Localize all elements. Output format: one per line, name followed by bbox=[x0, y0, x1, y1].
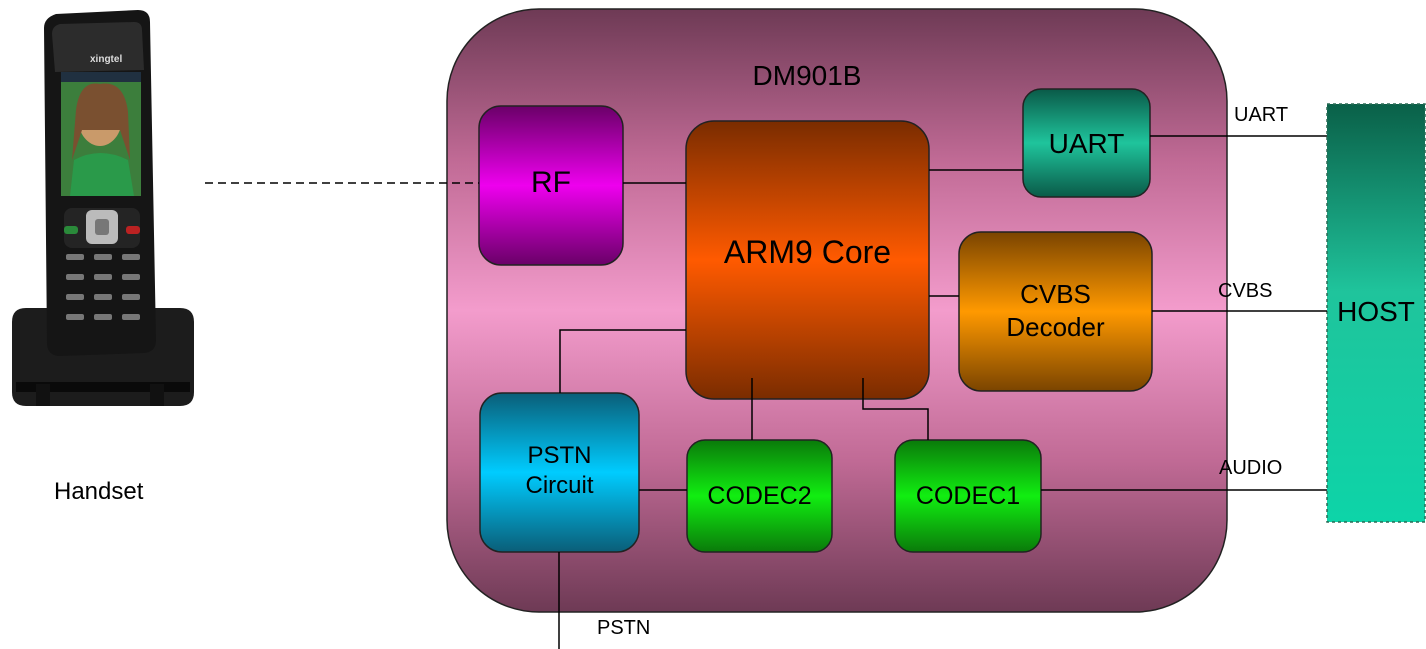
cvbs-decoder-block: CVBS Decoder bbox=[959, 278, 1152, 344]
cvbs-decoder-line1: CVBS bbox=[1020, 279, 1091, 309]
codec2-block: CODEC2 bbox=[707, 482, 812, 510]
pstn-circuit-line1: PSTN bbox=[527, 442, 592, 469]
audio-signal-label: AUDIO bbox=[1219, 457, 1283, 479]
codec1-block: CODEC1 bbox=[915, 482, 1021, 510]
codec1-block-shape bbox=[894, 439, 1042, 553]
handset-keypad bbox=[66, 254, 140, 320]
connection-lines bbox=[205, 135, 1327, 649]
cvbs-decoder-line2: Decoder bbox=[1006, 312, 1105, 342]
host-block: HOST bbox=[1337, 296, 1415, 327]
pstn-circuit-block: PSTN Circuit bbox=[480, 441, 639, 501]
arm-pstn-line bbox=[559, 329, 686, 393]
arm-codec1-line bbox=[862, 378, 929, 440]
handset-caption: Handset bbox=[54, 478, 144, 505]
chip-title: DM901B bbox=[752, 60, 862, 91]
handset-icon: xingtel bbox=[12, 10, 194, 406]
host-block-shape bbox=[1326, 103, 1426, 523]
handset-brand-text: xingtel bbox=[90, 54, 122, 65]
uart-block: UART bbox=[1048, 128, 1125, 159]
codec2-block-shape bbox=[686, 439, 833, 553]
uart-block-shape bbox=[1022, 88, 1151, 198]
cvbs-signal-label: CVBS bbox=[1218, 280, 1273, 302]
arm-block-shape bbox=[685, 120, 930, 400]
rf-block-shape bbox=[478, 105, 624, 266]
arm-core-block: ARM9 Core bbox=[723, 234, 892, 270]
rf-block: RF bbox=[531, 166, 571, 199]
uart-signal-label: UART bbox=[1234, 104, 1289, 126]
pstn-signal-label: PSTN bbox=[597, 617, 651, 639]
pstn-circuit-line2: Circuit bbox=[525, 472, 594, 499]
